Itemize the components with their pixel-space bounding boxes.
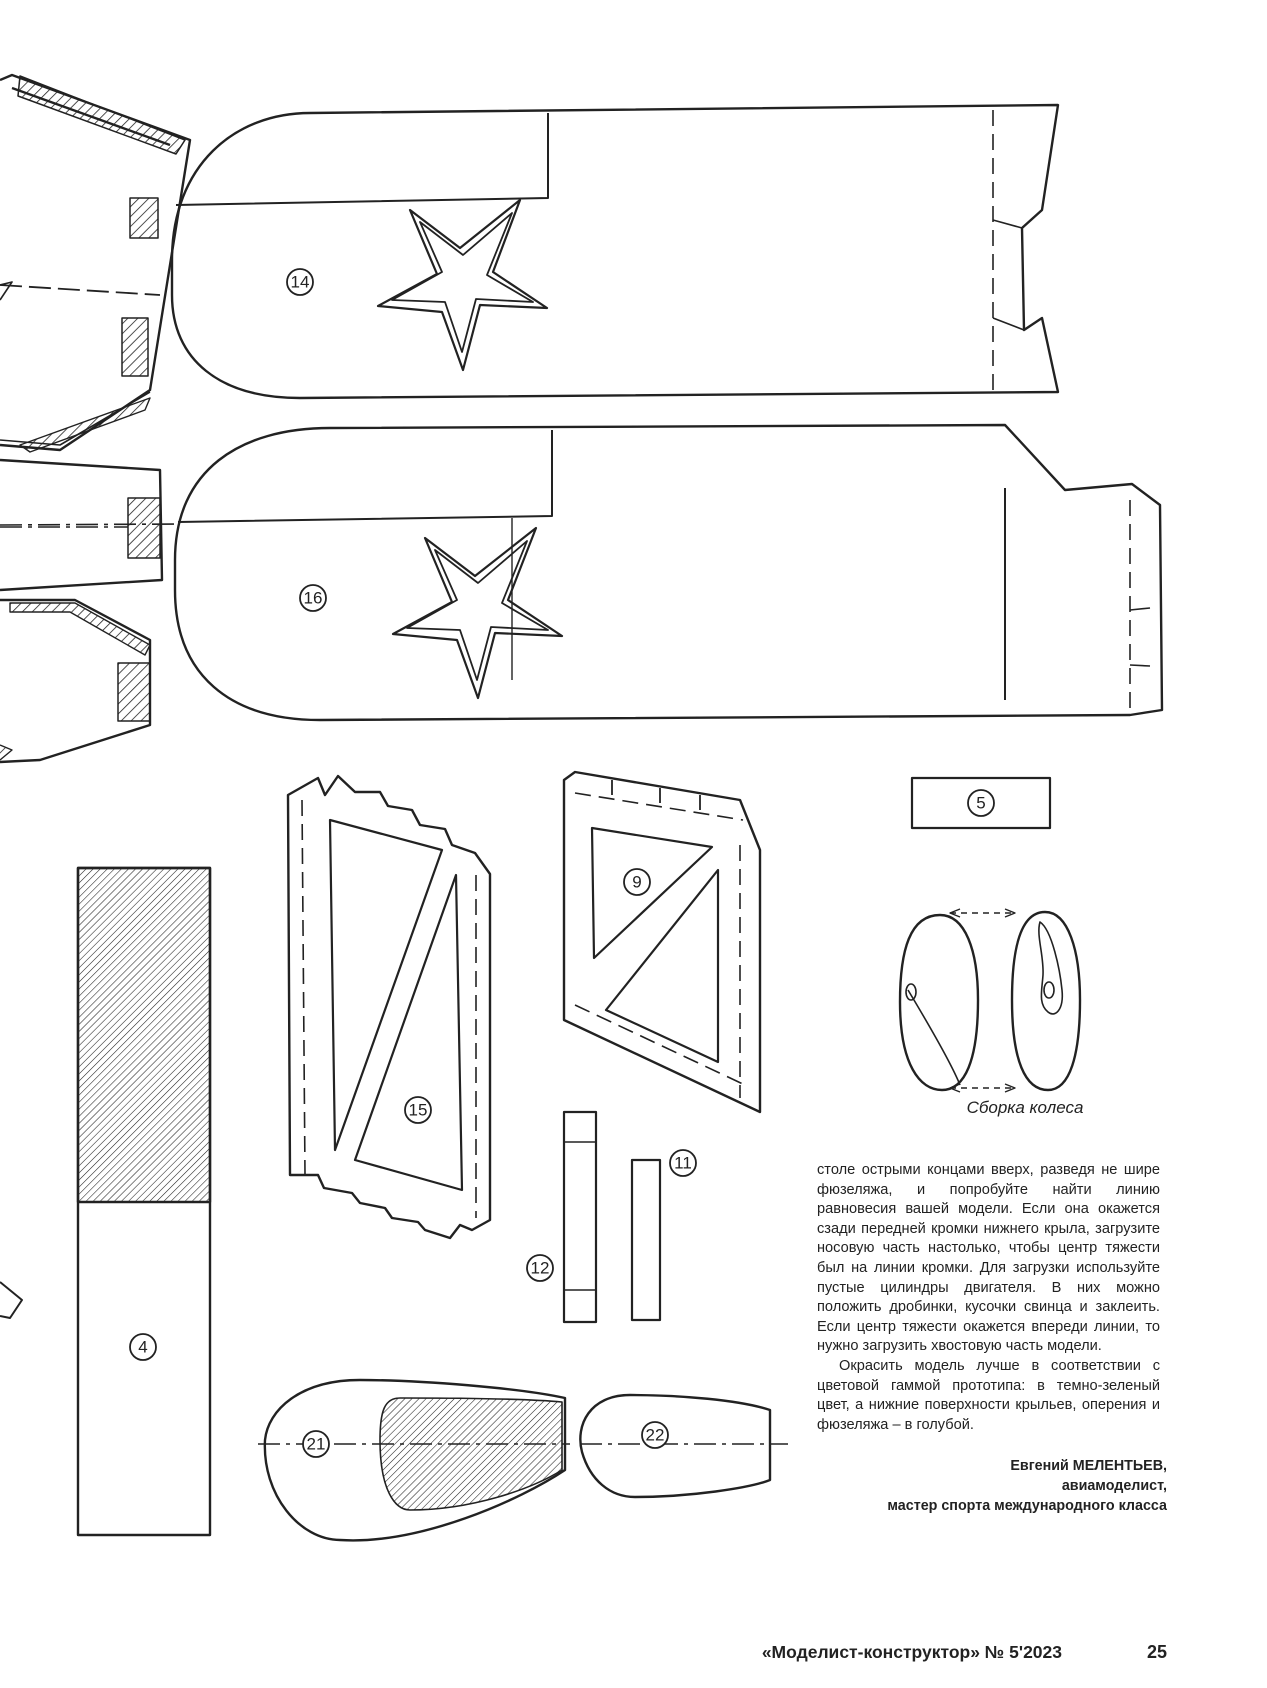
part-21-outline bbox=[258, 1378, 570, 1542]
article-paragraph-1: столе острыми концами вверх, разведя не … bbox=[817, 1162, 1160, 1355]
author-role: авиамоделист, bbox=[1061, 1478, 1167, 1494]
part-16-outline bbox=[173, 423, 1164, 722]
part-number-16: 16 bbox=[304, 589, 323, 608]
badge-16-circle bbox=[299, 584, 327, 612]
part-number-22: 22 bbox=[646, 1426, 665, 1445]
part-22-outline bbox=[579, 1393, 788, 1499]
badge-21-circle bbox=[302, 1430, 330, 1458]
part-11-outline bbox=[630, 1158, 662, 1322]
part-number-11: 11 bbox=[674, 1154, 692, 1173]
badge-12-circle bbox=[526, 1254, 554, 1282]
badge-22-circle bbox=[641, 1421, 669, 1449]
magazine-footer: «Моделист-конструктор» № 5'2023 bbox=[761, 1642, 1062, 1662]
part-number-9: 9 bbox=[632, 873, 641, 892]
part-5-outline bbox=[910, 776, 1052, 830]
part-number-5: 5 bbox=[976, 794, 985, 813]
wheel-assembly-drawing bbox=[898, 908, 1082, 1093]
part-9-outline bbox=[562, 770, 762, 1114]
badge-4-circle bbox=[129, 1333, 157, 1361]
part-number-4: 4 bbox=[138, 1338, 147, 1357]
part-number-14: 14 bbox=[291, 273, 310, 292]
badge-14-circle bbox=[286, 268, 314, 296]
part-14-outline bbox=[170, 103, 1060, 400]
part-number-12: 12 bbox=[531, 1259, 550, 1278]
part-15-outline bbox=[286, 774, 492, 1240]
part-number-15: 15 bbox=[409, 1101, 428, 1120]
wheel-assembly-caption: Сборка колеса bbox=[966, 1098, 1084, 1117]
badge-5-circle bbox=[967, 789, 995, 817]
badge-11-circle bbox=[669, 1149, 697, 1177]
left-part-upper bbox=[0, 73, 192, 453]
author-name: Евгений МЕЛЕНТЬЕВ, bbox=[1010, 1458, 1167, 1474]
page-number: 25 bbox=[1146, 1642, 1167, 1662]
article-text: столе острыми концами вверх, разведя не … bbox=[817, 1161, 1160, 1435]
badge-15-circle bbox=[404, 1096, 432, 1124]
left-part-lower bbox=[0, 458, 164, 1319]
part-4-outline bbox=[76, 866, 212, 1537]
part-number-21: 21 bbox=[307, 1435, 326, 1454]
part-12-outline bbox=[562, 1110, 598, 1324]
badge-9-circle bbox=[623, 868, 651, 896]
article-paragraph-2: Окрасить модель лучше в соответствии с ц… bbox=[817, 1357, 1160, 1433]
author-title: мастер спорта международного класса bbox=[887, 1498, 1167, 1514]
